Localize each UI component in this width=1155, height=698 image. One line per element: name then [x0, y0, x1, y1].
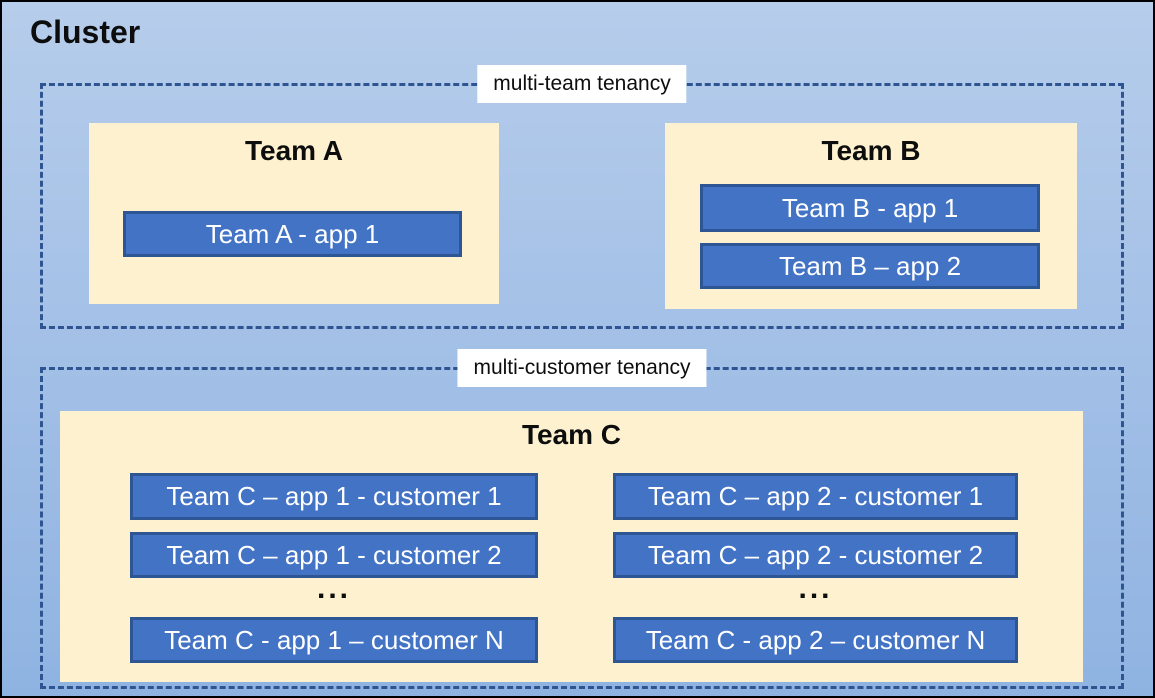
team-c-app1-customerN-box: Team C - app 1 – customer N — [130, 617, 538, 663]
team-a-panel: Team A Team A - app 1 — [89, 123, 499, 304]
multi-team-tenancy-group: multi-team tenancy Team A Team A - app 1… — [40, 65, 1124, 329]
team-c-app1-customer2-box: Team C – app 1 - customer 2 — [130, 532, 538, 578]
team-c-title: Team C — [521, 419, 622, 450]
team-c-panel: Team C Team C – app 1 - customer 1 Team … — [60, 411, 1083, 682]
team-b-app-2-box: Team B – app 2 — [700, 243, 1040, 289]
multi-team-tenancy-label: multi-team tenancy — [477, 65, 687, 104]
multi-customer-tenancy-label: multi-customer tenancy — [457, 349, 707, 388]
team-b-panel: Team B Team B - app 1 Team B – app 2 — [665, 123, 1077, 309]
team-c-app1-customer1-box: Team C – app 1 - customer 1 — [130, 473, 538, 520]
team-c-app2-customer1-box: Team C – app 2 - customer 1 — [613, 473, 1018, 520]
team-c-app2-customer2-box: Team C – app 2 - customer 2 — [613, 532, 1018, 578]
team-a-app-1-box: Team A - app 1 — [123, 211, 462, 257]
team-c-app1-ellipsis: ... — [316, 572, 351, 605]
multi-customer-tenancy-group: multi-customer tenancy Team C Team C – a… — [40, 349, 1124, 689]
team-a-title: Team A — [244, 135, 344, 166]
team-c-app2-customerN-box: Team C - app 2 – customer N — [613, 617, 1018, 663]
team-b-title: Team B — [821, 135, 921, 166]
team-b-app-1-box: Team B - app 1 — [700, 184, 1040, 232]
cluster-title: Cluster — [30, 14, 141, 50]
team-c-app2-ellipsis: ... — [798, 572, 833, 605]
